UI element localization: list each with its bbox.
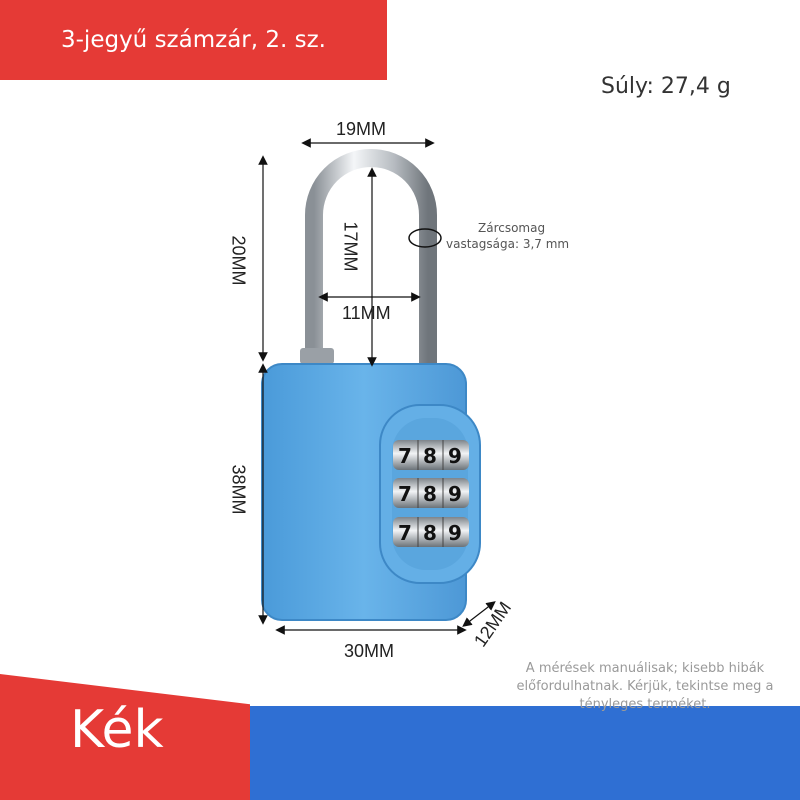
disclaimer-text: A mérések manuálisak; kisebb hibák előfo… bbox=[516, 661, 774, 712]
dial-digit: 9 bbox=[448, 444, 462, 468]
shackle bbox=[305, 149, 437, 368]
thickness-note-line2: vastagsága: 3,7 mm bbox=[446, 237, 570, 251]
thickness-note: Zárcsomag vastagsága: 3,7 mm bbox=[446, 220, 569, 252]
body-height-label: 38MM bbox=[228, 464, 249, 515]
title-banner: 3-jegyű számzár, 2. sz. bbox=[0, 0, 387, 80]
body-width-label: 30MM bbox=[344, 641, 395, 661]
dial-digit: 9 bbox=[448, 521, 462, 545]
dial-digit: 7 bbox=[398, 521, 412, 545]
thickness-marker bbox=[408, 228, 442, 248]
shackle-collar bbox=[300, 348, 334, 364]
dial-row-1 bbox=[393, 440, 469, 470]
shackle-height-label: 20MM bbox=[228, 235, 249, 286]
dim-line-body-depth bbox=[462, 601, 496, 627]
thickness-note-line1: Zárcsomag bbox=[478, 221, 546, 235]
product-title: 3-jegyű számzár, 2. sz. bbox=[61, 27, 326, 53]
dial-digit: 9 bbox=[448, 482, 462, 506]
color-label: Kék bbox=[70, 700, 164, 760]
shackle-inner-height-label: 17MM bbox=[340, 221, 361, 272]
weight-label: Súly: 27,4 g bbox=[601, 74, 731, 99]
shackle-width-label: 19MM bbox=[336, 119, 387, 139]
shackle-inner-width-label: 11MM bbox=[342, 303, 391, 323]
dial-digit: 8 bbox=[423, 521, 437, 545]
dial-digit: 8 bbox=[423, 444, 437, 468]
dial-row-3 bbox=[393, 517, 469, 547]
dial-row-2 bbox=[393, 478, 469, 508]
dial-digit: 8 bbox=[423, 482, 437, 506]
dial-digit: 7 bbox=[398, 444, 412, 468]
dial-digit: 7 bbox=[398, 482, 412, 506]
